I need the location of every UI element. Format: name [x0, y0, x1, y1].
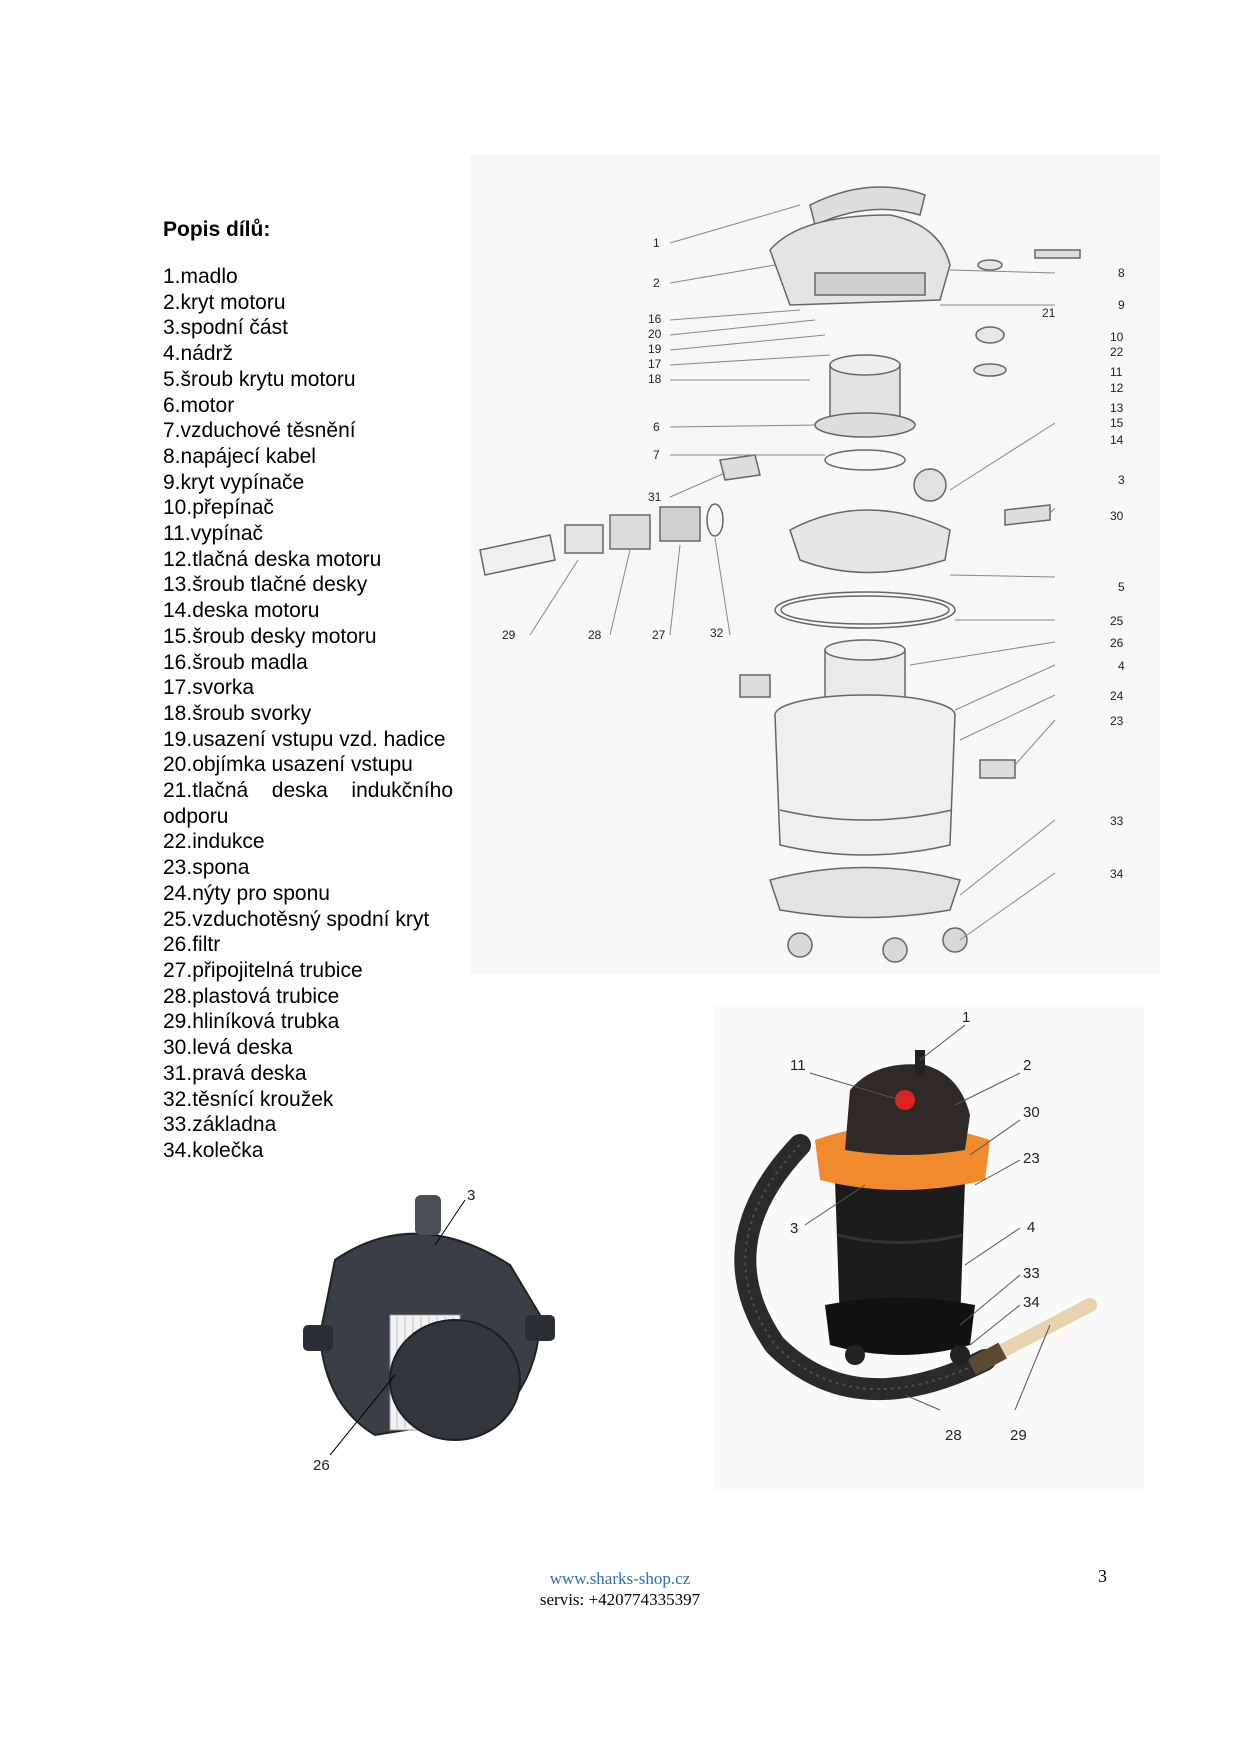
- list-item: 17.svorka: [163, 676, 255, 700]
- list-item: 25.vzduchotěsný spodní kryt: [163, 907, 430, 931]
- callout-label: 11: [790, 1057, 806, 1074]
- callout-label: 26: [313, 1457, 330, 1474]
- list-item: 2.kryt motoru: [163, 290, 286, 314]
- callout-label: 30: [1023, 1104, 1040, 1121]
- callout-label: 2: [1023, 1057, 1031, 1074]
- list-item: 29.hliníková trubka: [163, 1010, 340, 1034]
- callout-label: 29: [502, 628, 516, 642]
- list-item: 6.motor: [163, 393, 235, 417]
- list-item: 3.spodní část: [163, 316, 288, 340]
- callout-label: 12: [1110, 381, 1124, 395]
- callout-label: 22: [1110, 345, 1124, 359]
- list-item: 5.šroub krytu motoru: [163, 367, 356, 391]
- callout-label: 30: [1110, 509, 1124, 523]
- callout-label: 34: [1023, 1294, 1040, 1311]
- callout-label: 28: [945, 1427, 962, 1444]
- callout-label: 21: [1042, 306, 1056, 320]
- callout-label: 8: [1118, 266, 1125, 280]
- list-item: 26.filtr: [163, 933, 221, 957]
- callout-label: 4: [1118, 659, 1125, 673]
- callout-label: 9: [1118, 298, 1125, 312]
- list-item: 23.spona: [163, 856, 250, 880]
- list-item: 33.základna: [163, 1113, 277, 1137]
- callout-label: 23: [1110, 714, 1124, 728]
- callout-label: 17: [648, 357, 662, 371]
- callout-label: 16: [648, 312, 662, 326]
- list-item: 32.těsnící kroužek: [163, 1087, 334, 1111]
- list-item: 22.indukce: [163, 830, 265, 854]
- list-item: 24.nýty pro sponu: [163, 881, 330, 905]
- callout-label: 34: [1110, 867, 1124, 881]
- list-item: 10.přepínač: [163, 496, 274, 520]
- callout-label: 28: [588, 628, 602, 642]
- callout-label: 11: [1110, 365, 1123, 379]
- footer-website-link[interactable]: www.sharks-shop.cz: [549, 1569, 691, 1588]
- filter-photo-drawing: 3 26: [303, 1187, 555, 1474]
- list-item: 7.vzduchové těsnění: [163, 419, 356, 443]
- list-item: 12.tlačná deska motoru: [163, 547, 382, 571]
- list-item: 4.nádrž: [163, 342, 234, 366]
- callout-label: 4: [1027, 1219, 1035, 1236]
- list-item: 14.deska motoru: [163, 599, 320, 623]
- list-item: 31.pravá deska: [163, 1061, 307, 1085]
- page-number: 3: [1098, 1566, 1107, 1586]
- exploded-labels-right: 8 9 21 10 22 11 12 13 15 14 3 30 5 25 26…: [1042, 266, 1125, 881]
- callout-label: 5: [1118, 580, 1125, 594]
- list-item: 28.plastová trubice: [163, 984, 340, 1008]
- footer: www.sharks-shop.cz servis: +420774335397: [0, 1568, 1240, 1610]
- callout-label: 13: [1110, 401, 1124, 415]
- list-item: 8.napájecí kabel: [163, 444, 316, 468]
- list-item: 30.levá deska: [163, 1036, 293, 1060]
- list-item: 18.šroub svorky: [163, 701, 312, 725]
- callout-label: 29: [1010, 1427, 1027, 1444]
- callout-label: 27: [652, 628, 666, 642]
- callout-label: 33: [1023, 1265, 1040, 1282]
- callout-label: 18: [648, 372, 662, 386]
- vacuum-photo: 1 11 2 30 23 3 4 33 34 28 29: [715, 1005, 1145, 1490]
- callout-label: 31: [648, 490, 662, 504]
- list-item: 11.vypínač: [163, 522, 264, 546]
- list-item: 1.madlo: [163, 265, 238, 288]
- list-item: 21.tlačná deska indukčního odporu: [163, 779, 453, 828]
- callout-label: 14: [1110, 433, 1124, 447]
- callout-label: 20: [648, 327, 662, 341]
- footer-service-phone: servis: +420774335397: [539, 1590, 701, 1609]
- callout-label: 3: [1118, 473, 1125, 487]
- list-item: 16.šroub madla: [163, 650, 308, 674]
- list-item: 27.připojitelná trubice: [163, 958, 363, 982]
- callout-label: 24: [1110, 689, 1124, 703]
- exploded-labels-bottom: 29 28 27 32: [502, 626, 724, 642]
- list-item: 13.šroub tlačné desky: [163, 573, 368, 597]
- callout-label: 3: [790, 1220, 798, 1237]
- callout-label: 26: [1110, 636, 1124, 650]
- callout-label: 6: [653, 420, 660, 434]
- callout-label: 23: [1023, 1150, 1040, 1167]
- callout-label: 15: [1110, 416, 1124, 430]
- callout-label: 32: [710, 626, 724, 640]
- callout-label: 2: [653, 276, 660, 290]
- filter-photo: 3 26: [295, 1185, 580, 1480]
- callout-label: 25: [1110, 614, 1124, 628]
- callout-label: 19: [648, 342, 662, 356]
- list-item: 9.kryt vypínače: [163, 470, 305, 494]
- list-item: 15.šroub desky motoru: [163, 624, 377, 648]
- exploded-diagram: 1 2 16 20 19 17 18 6 7 31 8 9 21 10 22 1…: [470, 155, 1160, 975]
- list-item: 34.kolečka: [163, 1138, 264, 1162]
- callout-label: 1: [962, 1009, 970, 1026]
- callout-label: 10: [1110, 330, 1124, 344]
- callout-label: 7: [653, 448, 660, 462]
- callout-label: 33: [1110, 814, 1124, 828]
- list-item: 19.usazení vstupu vzd. hadice: [163, 727, 446, 751]
- callout-label: 1: [653, 236, 660, 250]
- parts-description: Popis dílů: 1.madlo 2.kryt motoru 3.spod…: [163, 218, 453, 1164]
- list-item: 20.objímka usazení vstupu: [163, 753, 413, 777]
- vacuum-photo-drawing: 1 11 2 30 23 3 4 33 34 28 29: [734, 1009, 1097, 1444]
- parts-list: 1.madlo 2.kryt motoru 3.spodní část 4.ná…: [163, 264, 453, 1164]
- callout-label: 3: [467, 1187, 475, 1204]
- exploded-diagram-drawing: 1 2 16 20 19 17 18 6 7 31 8 9 21 10 22 1…: [479, 186, 1125, 963]
- exploded-labels-left: 1 2 16 20 19 17 18 6 7 31: [648, 236, 662, 504]
- parts-title: Popis dílů:: [163, 218, 271, 241]
